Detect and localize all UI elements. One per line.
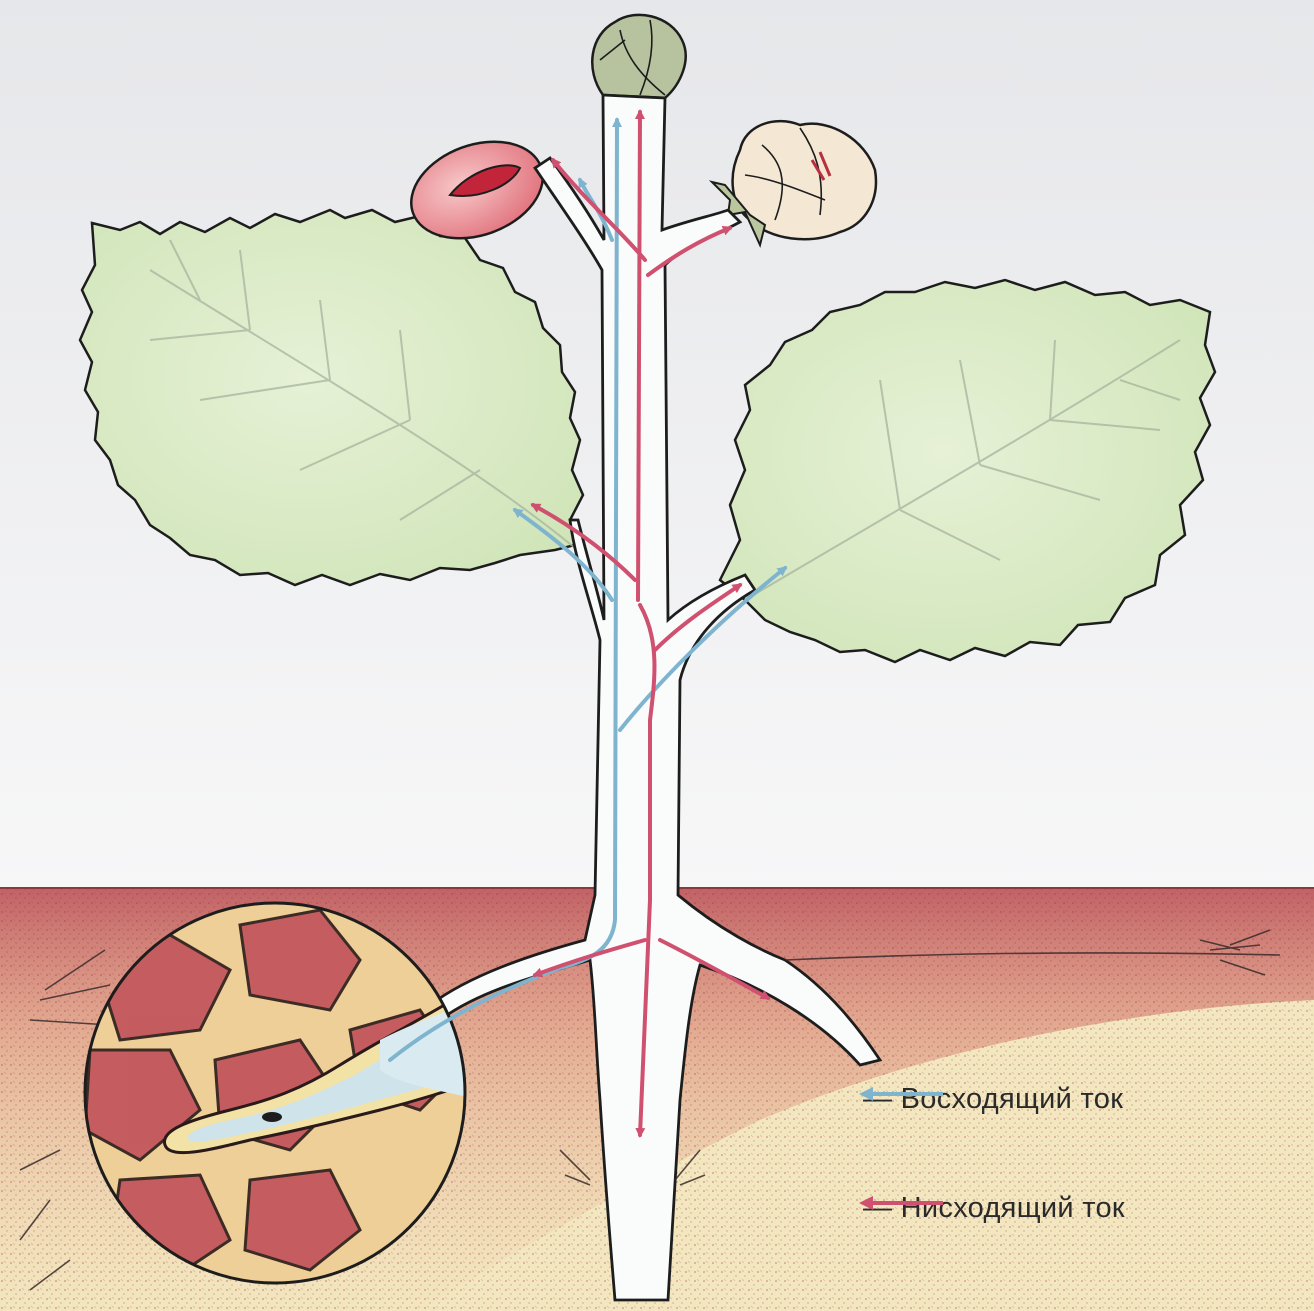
legend-ascending: — Восходящий ток xyxy=(855,1083,1123,1116)
legend-descending-arrow-icon xyxy=(855,1192,945,1214)
legend-ascending-arrow-icon xyxy=(855,1083,945,1105)
flower-bud xyxy=(592,15,685,98)
legend-descending: — Нисходящий ток xyxy=(855,1192,1125,1225)
